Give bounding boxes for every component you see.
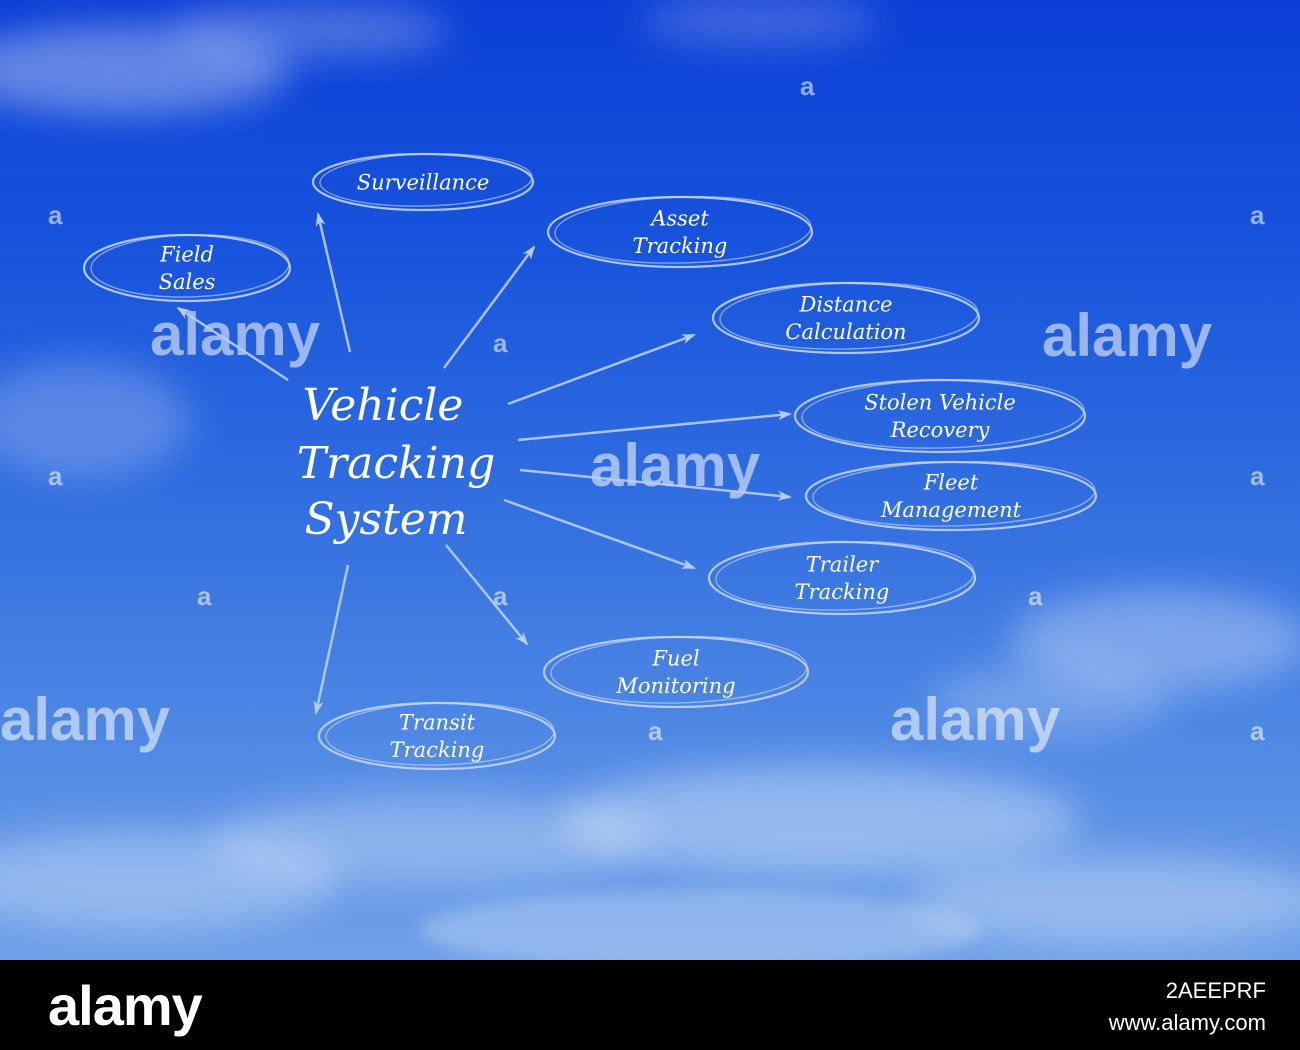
arrow-asset-tracking [442, 245, 536, 369]
node-ellipse-outline [550, 636, 808, 704]
watermark-text: alamy [590, 432, 761, 499]
node-ellipse-outline [719, 282, 979, 350]
node-ellipse-outline [812, 461, 1096, 527]
node-ellipse-outline [801, 379, 1085, 449]
arrow-fuel-monitoring [445, 544, 529, 646]
node-label: Recovery [890, 418, 991, 442]
site-url: www.alamy.com [1108, 1010, 1266, 1035]
node-label: Distance [798, 293, 892, 317]
center-label: Vehicle [303, 380, 464, 431]
cloud [170, 2, 450, 58]
cloud [560, 765, 1080, 875]
arrow-transit-tracking [313, 564, 350, 715]
footer-logo: alamy [48, 974, 203, 1037]
arrow-field-sales [176, 306, 289, 382]
node-label: Tracking [633, 234, 728, 258]
watermark-mark: a [1250, 716, 1265, 746]
watermark-mark: a [1250, 461, 1265, 491]
node-label: Surveillance [357, 170, 490, 194]
node-label: Tracking [390, 738, 485, 762]
node-ellipse-outline [715, 541, 975, 611]
node-label: Management [880, 498, 1022, 522]
cloud [910, 855, 1300, 945]
node-ellipse-outline [319, 153, 533, 207]
footer-bar: alamy 2AEEPRF www.alamy.com [0, 960, 1300, 1050]
watermark-text: alamy [150, 301, 321, 368]
arrow-surveillance [315, 212, 352, 353]
cloud [640, 0, 880, 46]
node-surveillance: Surveillance [311, 152, 535, 212]
center-label: Tracking [297, 438, 496, 489]
cloud-layer [0, 0, 1300, 960]
node-label: Field [159, 243, 214, 267]
arrow-layer [176, 212, 792, 715]
vehicle-tracking-diagram: alamy alamy alamy alamy alamy a a a a a a a a a a a Fie… [0, 0, 1300, 960]
image-id: 2AEEPRF [1165, 978, 1266, 1003]
node-label: Fleet [923, 471, 979, 495]
cloud [1010, 590, 1300, 690]
node-label: Sales [159, 270, 216, 294]
node-label: Calculation [785, 320, 906, 344]
watermark-mark: a [197, 581, 212, 611]
watermark-mark: a [1250, 200, 1265, 230]
node-label: Asset [649, 207, 709, 231]
arrow-distance-calculation [507, 333, 696, 406]
watermark-mark: a [48, 461, 63, 491]
node-label: Fuel [651, 647, 699, 671]
node-ellipse-outline [554, 196, 812, 264]
watermark-mark: a [648, 716, 663, 746]
cloud [0, 830, 340, 930]
node-label: Stolen Vehicle [864, 391, 1016, 415]
arrow-trailer-tracking [503, 498, 696, 570]
node-label: Transit [399, 711, 476, 735]
center-label: System [304, 494, 467, 545]
arrow-fleet-management [519, 468, 792, 501]
node-ellipse-outline [90, 234, 290, 298]
watermark-layer: alamy alamy alamy alamy alamy a a a a a a a a a a a [0, 71, 1265, 753]
watermark-mark: a [1028, 581, 1043, 611]
cloud [930, 665, 1170, 735]
watermark-mark: a [493, 581, 508, 611]
node-label: Monitoring [615, 674, 735, 698]
watermark-text: alamy [0, 686, 171, 753]
cloud [0, 360, 190, 480]
node-ellipse-outline [325, 702, 555, 766]
arrow-stolen-vehicle-recovery [517, 410, 792, 442]
node-label: Tracking [795, 580, 890, 604]
cloud [420, 890, 980, 960]
node-label: Trailer [806, 553, 880, 577]
sky-background: alamy alamy alamy alamy alamy a a a a a a a a a a a Fie… [0, 0, 1300, 960]
watermark-mark: a [48, 200, 63, 230]
watermark-text: alamy [1042, 302, 1213, 369]
watermark-mark: a [800, 71, 815, 101]
watermark-mark: a [493, 328, 508, 358]
node-layer: FieldSalesSurveillanceAssetTrackingDista… [82, 152, 1098, 771]
watermark-text: alamy [890, 686, 1061, 753]
